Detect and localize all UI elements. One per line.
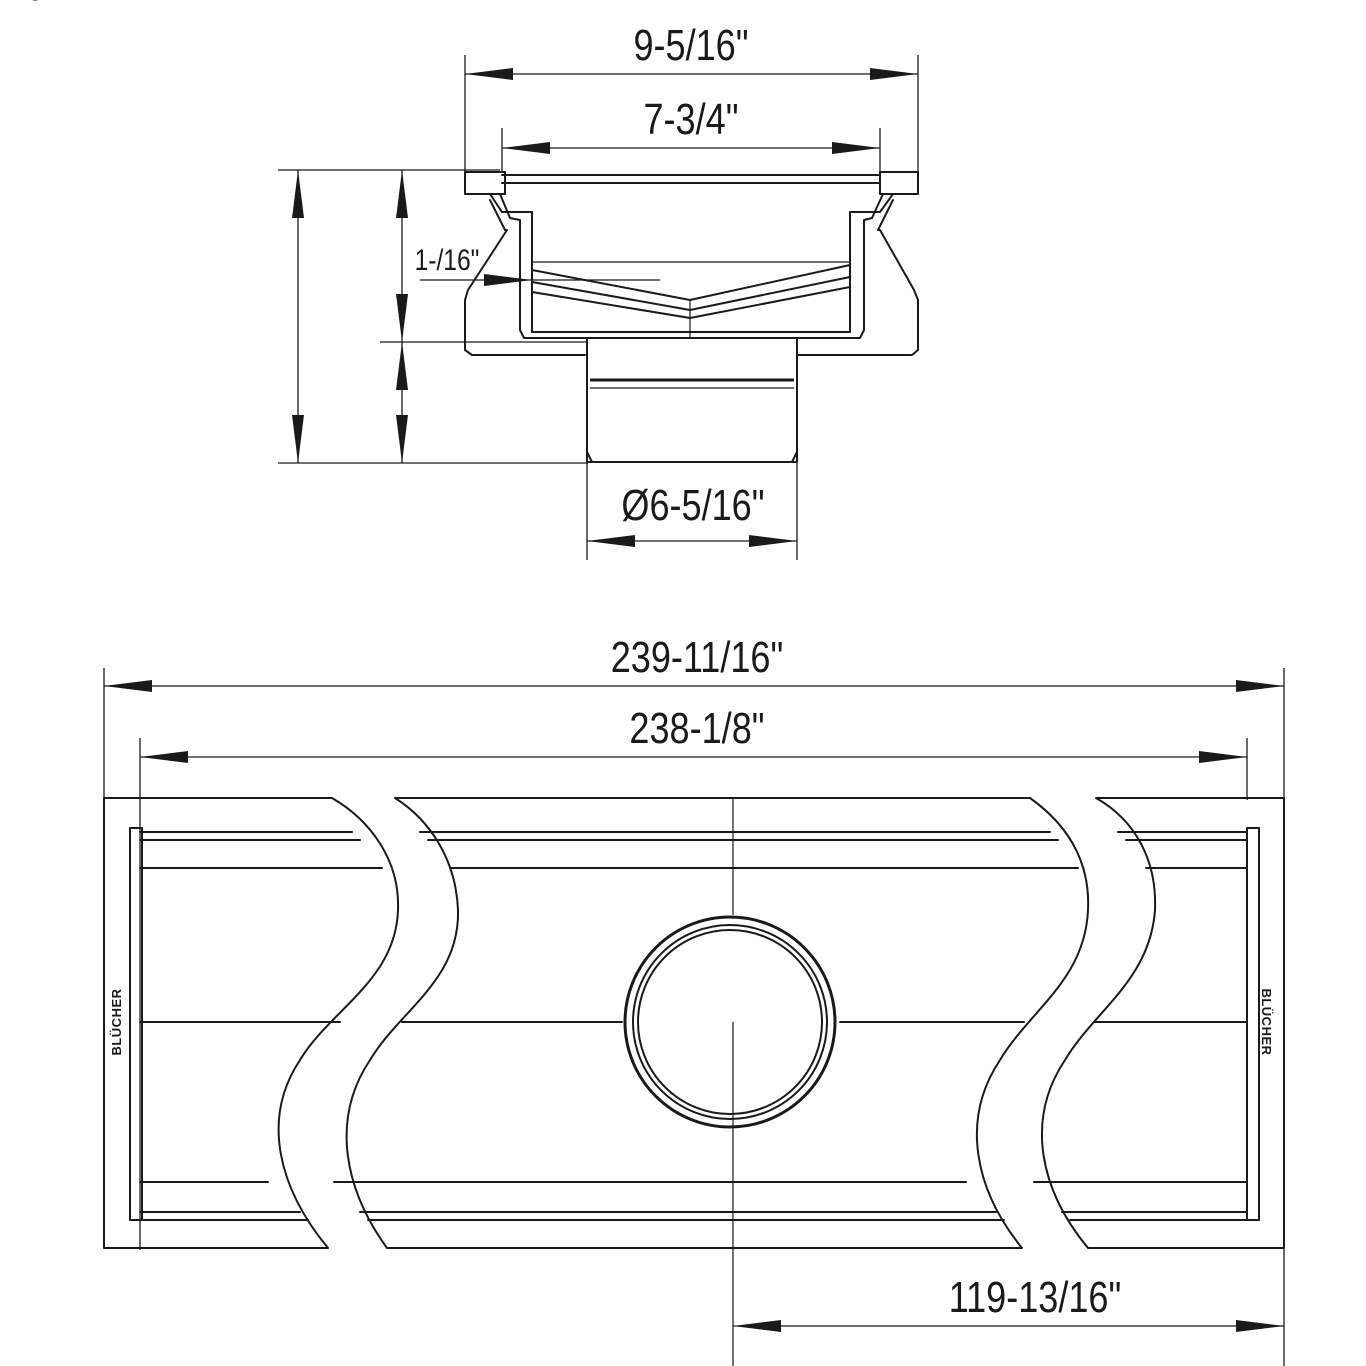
channel-right-section <box>1033 797 1285 1249</box>
lower-height-label: 2-7/16" <box>0 0 58 10</box>
plan-view: 239-11/16" 238-1/8" <box>103 633 1285 1366</box>
dim-line-upper-height <box>396 170 408 342</box>
total-height-label: 6" <box>0 0 16 10</box>
brand-label-left: BLÜCHER <box>109 988 124 1055</box>
channel-left-section <box>103 797 400 1249</box>
outlet-position-label: 119-13/16" <box>949 1273 1122 1322</box>
channel-cross-section <box>464 171 919 463</box>
inner-length-label: 238-1/8" <box>629 704 764 753</box>
overall-length-label: 239-11/16" <box>611 633 784 682</box>
channel-middle-section <box>333 797 1090 1249</box>
dim-line-outlet-position <box>733 1320 1284 1332</box>
dim-line-inner-width <box>502 142 880 154</box>
dim-line-total-height <box>292 170 304 463</box>
dim-line-inner-length <box>140 751 1247 763</box>
outlet-circle <box>623 915 837 1129</box>
dim-line-overall-width <box>465 68 918 80</box>
outlet-diameter-label: Ø6-5/16" <box>621 481 764 530</box>
slope-offset-label: 1-/16" <box>415 243 480 277</box>
dim-line-lower-height <box>396 342 408 463</box>
dim-line-outlet-diameter <box>587 535 797 547</box>
dim-line-overall-length <box>104 680 1284 692</box>
inner-width-label: 7-3/4" <box>643 95 738 144</box>
overall-width-label: 9-5/16" <box>633 21 748 70</box>
section-view: 9-5/16" 7-3/4" <box>0 0 919 560</box>
upper-height-label: 3-9/16" <box>0 0 58 10</box>
brand-label-right: BLÜCHER <box>1259 988 1274 1055</box>
